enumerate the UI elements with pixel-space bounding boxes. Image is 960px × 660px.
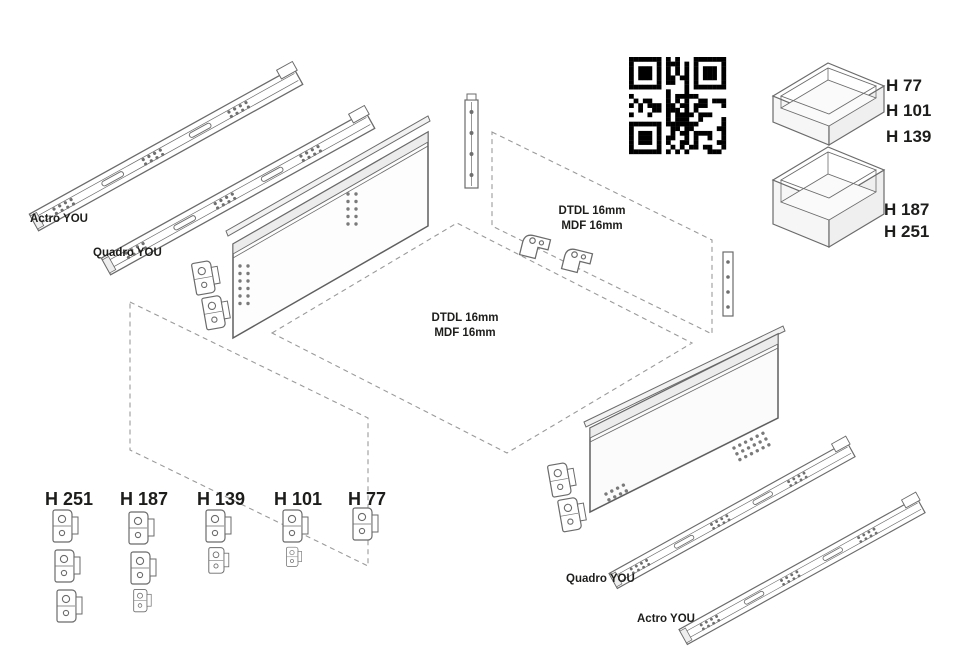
actro-bottom-label: Actro YOU xyxy=(637,613,695,625)
bracket-stack-h77 xyxy=(352,507,379,541)
actro-slide-top xyxy=(25,60,306,232)
drawer-side-panel-right xyxy=(589,332,779,514)
quadro-top-label: Quadro YOU xyxy=(93,247,162,259)
gallery-rail-left xyxy=(225,115,431,237)
qr-code xyxy=(629,57,727,155)
box-height-label-h101: H 101 xyxy=(886,101,931,120)
coupling-hardware-right xyxy=(546,460,589,533)
bracket-height-label-h251: H 251 xyxy=(45,489,93,509)
bracket-stack-h101 xyxy=(282,509,309,567)
bracket-stack-h187 xyxy=(128,511,157,613)
actro-top-label: Actro YOU xyxy=(30,213,88,225)
rear-material-label-1: DTDL 16mm xyxy=(559,205,626,217)
corner-bracket-2 xyxy=(560,246,594,276)
rear-connector-strip-left xyxy=(464,93,479,189)
bracket-stack-h139 xyxy=(205,509,232,574)
box-height-label-h77: H 77 xyxy=(886,76,922,95)
panel-holes xyxy=(346,192,358,226)
box-height-label-h251: H 251 xyxy=(884,222,929,241)
panel-holes xyxy=(732,431,771,462)
panel-holes xyxy=(238,264,250,306)
bottom-panel-outline xyxy=(270,222,694,454)
gallery-rail-right xyxy=(583,325,786,428)
rear-connector-strip-right xyxy=(722,251,734,317)
drawer-box-shallow xyxy=(771,62,886,147)
panel-holes xyxy=(604,483,629,502)
box-height-label-h187: H 187 xyxy=(884,200,929,219)
bracket-height-label-h101: H 101 xyxy=(274,489,322,509)
coupling-hardware-left xyxy=(190,258,233,331)
drawer-box-deep xyxy=(771,146,886,249)
rear-material-label-2: MDF 16mm xyxy=(561,220,622,232)
quadro-bottom-label: Quadro YOU xyxy=(566,573,635,585)
drawer-side-panel-left xyxy=(232,130,429,340)
bottom-material-label-2: MDF 16mm xyxy=(434,327,495,339)
screw-holes xyxy=(726,260,730,309)
front-panel-outline xyxy=(129,301,369,567)
bracket-stack-h251 xyxy=(52,509,83,623)
box-height-label-h139: H 139 xyxy=(886,127,931,146)
bracket-height-label-h139: H 139 xyxy=(197,489,245,509)
bracket-height-label-h77: H 77 xyxy=(348,489,386,509)
bracket-height-label-h187: H 187 xyxy=(120,489,168,509)
rear-side-panel-outline xyxy=(491,131,713,335)
screw-holes xyxy=(469,110,474,177)
bottom-material-label-1: DTDL 16mm xyxy=(432,312,499,324)
